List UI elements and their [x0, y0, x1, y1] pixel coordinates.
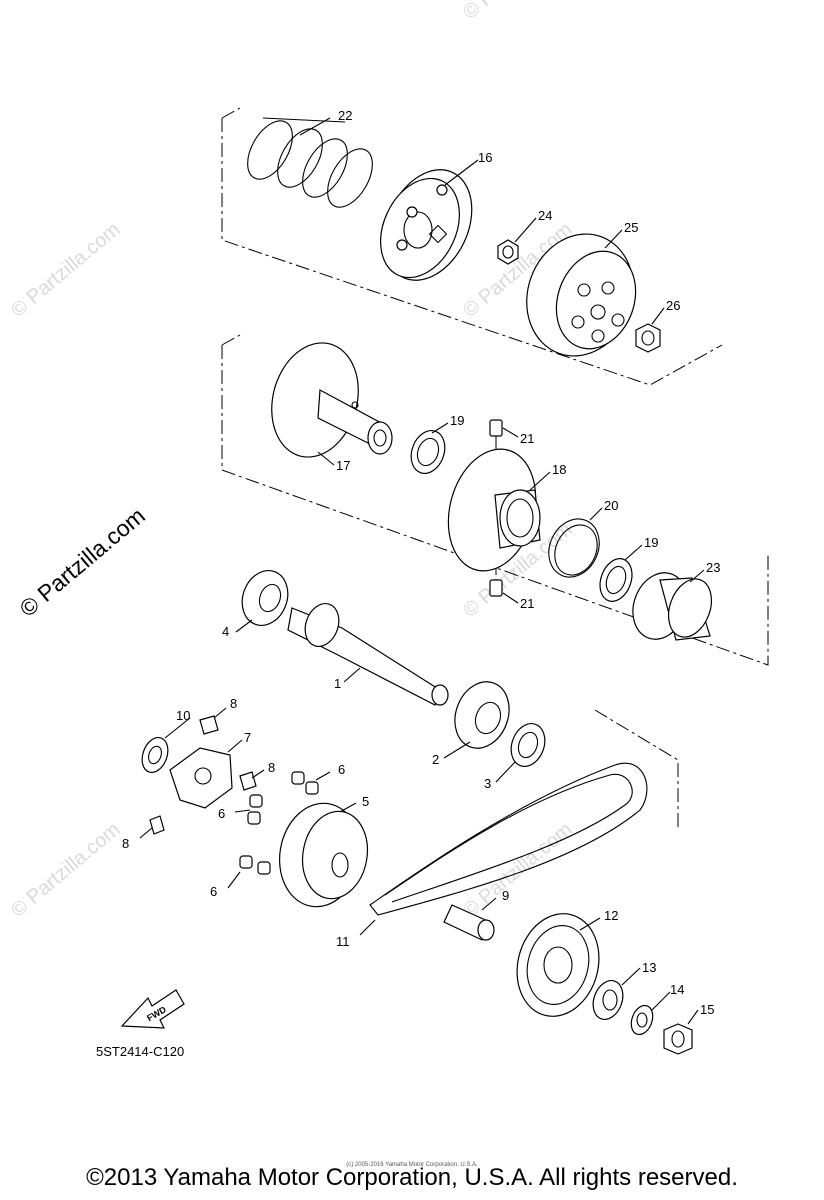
part-19-oil-seal [599, 558, 633, 602]
callout-number: 22 [338, 108, 352, 123]
part-11-v-belt [369, 762, 648, 916]
part-14-washer [630, 1004, 654, 1036]
callout-number: 20 [604, 498, 618, 513]
callout-number: 1 [334, 676, 341, 691]
part-19-oil-seal [410, 430, 446, 474]
callout-number: 8 [268, 760, 275, 775]
callout-number: 5 [362, 794, 369, 809]
watermark-main: © Partzilla.com [15, 502, 150, 622]
callout-number: 6 [338, 762, 345, 777]
part-22-spring [247, 117, 373, 208]
callout-number: 2 [432, 752, 439, 767]
part-26-nut [635, 323, 661, 353]
part-9-collar [443, 904, 495, 941]
callout-number: 19 [450, 413, 464, 428]
callout-number: 7 [244, 730, 251, 745]
part-15-nut [663, 1023, 693, 1055]
callout-number: 25 [624, 220, 638, 235]
callout-number: 23 [706, 560, 720, 575]
callout-number: 9 [502, 888, 509, 903]
part-2-bearing [454, 681, 510, 749]
fwd-arrow-icon: FWD [120, 989, 185, 1029]
assembly-outline [221, 107, 769, 830]
callout-number: 24 [538, 208, 552, 223]
callout-number: 12 [604, 908, 618, 923]
part-17-secondary-sheave [271, 342, 393, 458]
part-23-guide [632, 572, 713, 641]
callout-labels: 22 16 24 25 26 19 21 18 17 20 19 23 21 4… [122, 108, 720, 1017]
callout-number: 11 [336, 934, 350, 949]
watermark-text: © Partzilla.com [7, 218, 124, 321]
callout-number: 13 [642, 960, 656, 975]
part-6-weight-roller [239, 771, 319, 875]
callout-number: 16 [478, 150, 492, 165]
callout-number: 15 [700, 1002, 714, 1017]
part-3-oil-seal [510, 723, 546, 767]
callout-number: 14 [670, 982, 684, 997]
part-10-washer [141, 736, 169, 774]
part-7-cam [169, 747, 233, 809]
part-20-o-ring [548, 518, 600, 578]
callout-number: 19 [644, 535, 658, 550]
callout-number: 18 [552, 462, 566, 477]
watermark-text: © Partzilla.com [7, 818, 124, 921]
callout-number: 8 [230, 696, 237, 711]
watermark-text: © Partzilla.com [459, 0, 576, 24]
part-25-clutch-housing [526, 233, 637, 357]
diagram-code: 5ST2414-C120 [96, 1044, 184, 1059]
callout-number: 26 [666, 298, 680, 313]
leader-lines [139, 117, 705, 1025]
callout-number: 3 [484, 776, 491, 791]
part-24-nut [497, 239, 519, 265]
part-18-sliding-sheave [447, 448, 541, 572]
callout-number: 21 [520, 431, 534, 446]
callout-number: 10 [176, 708, 190, 723]
callout-number: 8 [122, 836, 129, 851]
fine-print-notice: (c) 2005-2016 Yamaha Motor Corporation, … [346, 1162, 478, 1168]
callout-number: 17 [336, 458, 350, 473]
callout-number: 6 [218, 806, 225, 821]
part-21-pin [489, 579, 503, 597]
part-5-primary-sheave [278, 802, 369, 908]
part-4-bearing [241, 570, 289, 626]
copyright-notice: ©2013 Yamaha Motor Corporation, U.S.A. A… [86, 1164, 738, 1191]
part-8-slider [149, 715, 257, 835]
callout-number: 4 [222, 624, 229, 639]
part-1-primary-shaft [287, 603, 449, 706]
part-16-clutch-carrier [380, 169, 473, 281]
part-13-sleeve [592, 980, 624, 1020]
callout-number: 21 [520, 596, 534, 611]
part-12-fixed-sheave [516, 913, 600, 1017]
callout-number: 6 [210, 884, 217, 899]
